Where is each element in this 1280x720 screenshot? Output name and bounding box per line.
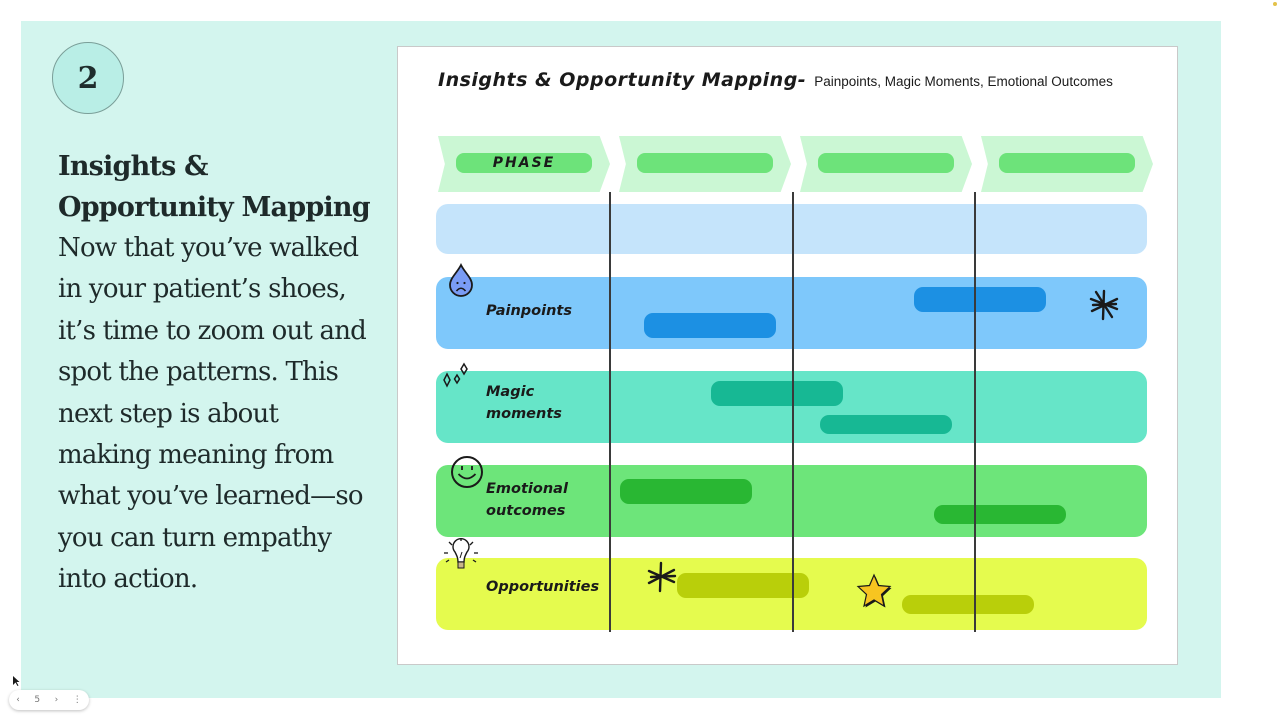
phase-label	[637, 153, 773, 173]
label-line: moments	[486, 406, 562, 422]
emotional-outcome-bar	[620, 479, 752, 504]
magic-moment-bar	[711, 381, 843, 406]
emotional-outcome-bar	[934, 505, 1066, 524]
next-slide-button[interactable]: ›	[54, 695, 59, 705]
status-dot	[1273, 2, 1277, 6]
slide-title: Insights & Opportunity Mapping	[58, 151, 371, 223]
phase-divider	[609, 192, 611, 632]
map-title: Insights & Opportunity Mapping- Painpoin…	[438, 69, 1113, 91]
row-label-magic-moments: Magic moments	[486, 381, 562, 425]
phase-divider	[792, 192, 794, 632]
prev-slide-button[interactable]: ‹	[16, 695, 20, 705]
page-number: 5	[34, 695, 41, 705]
sparkles-icon	[443, 362, 468, 388]
label-line: outcomes	[486, 503, 566, 519]
row-emotional-outcomes: Emotional outcomes	[436, 465, 1147, 537]
magic-moment-bar	[820, 415, 952, 434]
opportunity-map-card: Insights & Opportunity Mapping- Painpoin…	[397, 46, 1178, 665]
asterisk-icon	[647, 561, 677, 593]
phase-label	[818, 153, 954, 173]
slide: 2 Insights & Opportunity Mapping Now tha…	[21, 21, 1221, 698]
sad-drop-icon	[449, 263, 473, 297]
asterisk-icon	[1089, 289, 1119, 321]
slide-navigation: ‹ 5 › ⋮	[9, 690, 89, 710]
phase-chevron-2	[619, 136, 791, 192]
painpoint-bar	[914, 287, 1046, 312]
row-magic-moments: Magic moments	[436, 371, 1147, 443]
row-label-painpoints: Painpoints	[486, 303, 572, 319]
phase-chevron-3	[800, 136, 972, 192]
label-line: Magic	[486, 384, 535, 400]
row-label-emotional-outcomes: Emotional outcomes	[486, 478, 568, 522]
row-opportunities: Opportunities	[436, 558, 1147, 630]
opportunity-bar	[677, 573, 809, 598]
slide-body-text: Now that you’ve walked in your patient’s…	[58, 233, 367, 595]
phase-label: PHASE	[456, 153, 592, 173]
lightbulb-icon	[444, 538, 478, 569]
step-number-badge: 2	[52, 42, 124, 114]
painpoint-bar	[644, 313, 776, 338]
row-painpoints: Painpoints	[436, 277, 1147, 349]
mouse-cursor-icon	[13, 676, 20, 686]
more-options-button[interactable]: ⋮	[72, 695, 82, 705]
phase-divider	[974, 192, 976, 632]
star-icon	[856, 573, 892, 608]
row-header-lane	[436, 204, 1147, 254]
label-line: Emotional	[486, 481, 568, 497]
map-subtitle: Painpoints, Magic Moments, Emotional Out…	[814, 74, 1113, 89]
phase-chevron-1: PHASE	[438, 136, 610, 192]
map-title-main: Insights & Opportunity Mapping-	[438, 69, 807, 91]
phase-label	[999, 153, 1135, 173]
row-label-opportunities: Opportunities	[486, 579, 600, 595]
opportunity-bar	[902, 595, 1034, 614]
phase-chevron-4	[981, 136, 1153, 192]
smiley-icon	[451, 456, 483, 488]
